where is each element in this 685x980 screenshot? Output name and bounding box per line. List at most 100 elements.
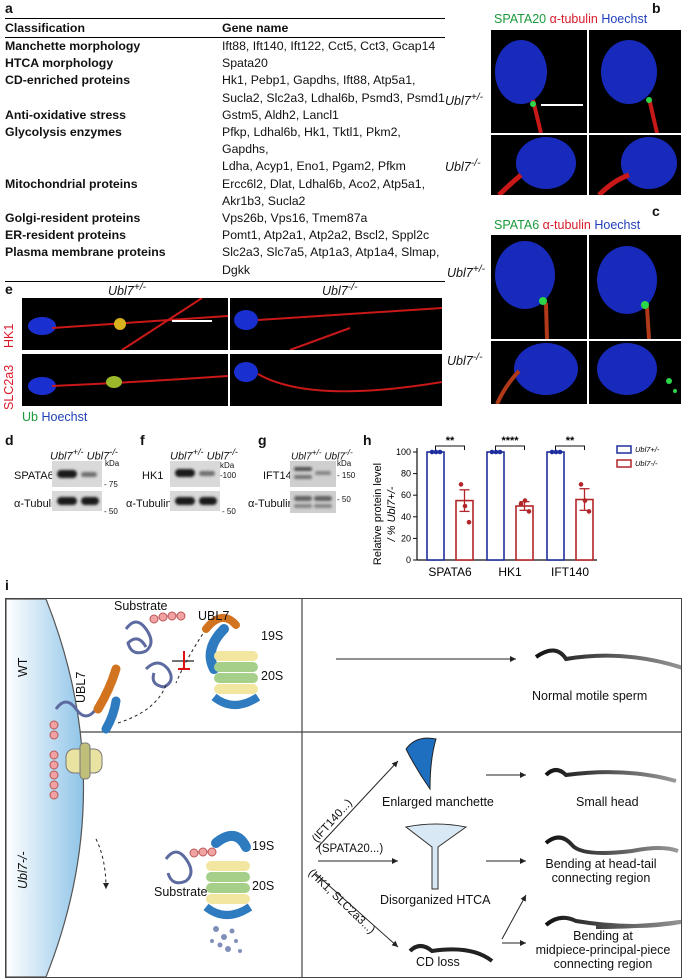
y-tick-label: 60: [401, 490, 411, 500]
gene-names-line: Pfkp, Ldhal6b, Hk1, Tktl1, Pkm2, Gapdhs,: [222, 125, 401, 157]
data-point: [429, 449, 435, 455]
bending-head-tail-sperm: [544, 835, 679, 855]
data-point: [433, 449, 439, 455]
panel-label-e: e: [5, 281, 13, 297]
micrograph-b-ko-1: [491, 135, 587, 195]
legend-swatch: [616, 459, 632, 468]
panel-label-g: g: [258, 432, 267, 448]
normal-sperm-label: Normal motile sperm: [532, 689, 648, 703]
classification-table: Classification Gene name Manchette morph…: [5, 18, 445, 282]
gene-names-line: Gstm5, Aldh2, Lancl1: [222, 107, 339, 122]
panel-label-b: b: [652, 0, 661, 16]
legend-label: Ubl7+/-: [635, 445, 660, 454]
legend-hoechst: Hoechst: [594, 218, 641, 232]
table-row: HTCA morphology Spata20: [5, 55, 445, 72]
data-point: [466, 519, 472, 525]
panel-label-h: h: [363, 432, 372, 448]
mechanism-diagram: WT Ubl7-/- Substrate UBL7 UBL7 19S 20S N…: [5, 598, 682, 978]
y-tick-label: 80: [401, 469, 411, 479]
20s-wt-label: 20S: [261, 669, 284, 683]
micrograph-b-ko-2: [589, 135, 681, 195]
bending-midpiece-sperm: [544, 915, 681, 929]
panel-d-kda: kDa: [105, 459, 120, 468]
panel-d-mw2: - 50: [104, 507, 118, 516]
panel-e-geno-het: Ubl7+/-: [108, 282, 147, 299]
gene-names-line: Vps26b, Vps16, Tmem87a: [222, 211, 368, 226]
panel-f-mw2: - 50: [222, 507, 236, 516]
gene-names-cell: Hk1, Pebp1, Gapdhs, Ift88, Atp5a1, Sucla2…: [222, 72, 445, 106]
data-point: [518, 501, 524, 507]
panel-c-legend: SPATA6 α-tubulin Hoechst: [494, 218, 640, 232]
panel-d-mw1: - 75: [104, 480, 118, 489]
micrograph-e-ko-hk1: [230, 298, 442, 350]
gene-names-cell: Ercc6l2, Dlat, Ldhal6b, Aco2, Atp5a1,Akr…: [222, 176, 445, 210]
legend-spata20: SPATA20: [494, 12, 547, 26]
panel-f-kda: kDa: [220, 461, 235, 470]
panel-f-loading: α-Tubulin: [126, 498, 172, 510]
chart-y-title: Relative protein level / % Ubl7+/-: [372, 463, 398, 565]
panel-label-i: i: [5, 577, 9, 593]
y-tick-label: 0: [406, 555, 411, 565]
significance-label: ****: [501, 435, 519, 447]
ubl7-top-label: UBL7: [198, 609, 230, 623]
substrate-wt-label: Substrate: [114, 599, 168, 613]
cell-membrane: [6, 599, 85, 977]
panel-g-kda: kDa: [337, 459, 352, 468]
19s-wt-label: 19S: [261, 629, 284, 643]
panel-e-row-hk1: HK1: [2, 323, 16, 348]
data-point: [557, 449, 563, 455]
data-point: [497, 449, 503, 455]
panel-c-geno-het: Ubl7+/-: [447, 264, 486, 281]
panel-f-genotypes: Ubl7+/- Ubl7-/-: [170, 447, 238, 463]
data-point: [458, 482, 464, 487]
gene-names-cell: Spata20: [222, 55, 445, 72]
gene-names-line: Hk1, Pebp1, Gapdhs, Ift88, Atp5a1,: [222, 73, 416, 88]
panel-d-target: SPATA6: [14, 470, 54, 482]
table-row: Mitochondrial proteins Ercc6l2, Dlat, Ldh…: [5, 176, 445, 210]
data-point: [578, 482, 584, 487]
bar: [546, 451, 565, 561]
classification-cell: Golgi-resident proteins: [5, 211, 141, 226]
classification-cell: HTCA morphology: [5, 56, 114, 71]
panel-g-mw1: - 150: [337, 471, 356, 480]
table-row: Golgi-resident proteins Vps26b, Vps16, Tm…: [5, 210, 445, 227]
classification-cell: Mitochondrial proteins: [5, 176, 138, 191]
cd-loss-label: CD loss: [416, 955, 460, 969]
panel-d-loading: α-Tubulin: [14, 498, 60, 510]
20s-ko-label: 20S: [252, 879, 275, 893]
legend-label: Ubl7-/-: [635, 459, 658, 468]
small-head-label: Small head: [576, 795, 639, 809]
data-point: [586, 509, 592, 514]
bar: [486, 451, 505, 561]
small-head-sperm: [544, 768, 677, 783]
blot-g-loading: [290, 491, 336, 513]
legend-tubulin: α-tubulin: [542, 218, 591, 232]
blot-f-loading: [170, 491, 220, 511]
data-point: [582, 498, 588, 503]
ubl7-side-label: UBL7: [74, 671, 88, 703]
legend-swatch: [616, 445, 632, 454]
legend-hoechst: Hoechst: [41, 410, 88, 424]
data-point: [553, 449, 559, 455]
bar: [515, 505, 534, 561]
panel-label-a: a: [5, 0, 13, 16]
htca-icon: [404, 823, 468, 890]
data-point: [489, 449, 495, 455]
disorganized-htca-label: Disorganized HTCA: [380, 893, 491, 907]
significance-label: **: [566, 435, 575, 447]
gene-names-cell: Pfkp, Ldhal6b, Hk1, Tktl1, Pkm2, Gapdhs,…: [222, 124, 445, 176]
panel-g-mw2: - 50: [337, 495, 351, 504]
panel-e-geno-ko: Ubl7-/-: [322, 282, 358, 299]
membrane-protein-complex: [49, 700, 103, 800]
panel-g-target: IFT140: [263, 470, 298, 482]
bar-chart-h: Relative protein level / % Ubl7+/- 02040…: [372, 435, 660, 579]
y-axis-label-line1: Relative protein level: [372, 463, 384, 565]
panel-e-row-slc2a3: SLC2a3: [2, 364, 16, 410]
significance-bracket: [495, 445, 525, 450]
gene-names-line: Sucla2, Slc2a3, Ldhal6b, Psmd3, Psmd1: [222, 90, 445, 105]
panel-f-target: HK1: [142, 470, 164, 482]
gene-names-line: Slc2a3, Slc7a5, Atp1a3, Atp1a4, Slmap,: [222, 245, 440, 260]
